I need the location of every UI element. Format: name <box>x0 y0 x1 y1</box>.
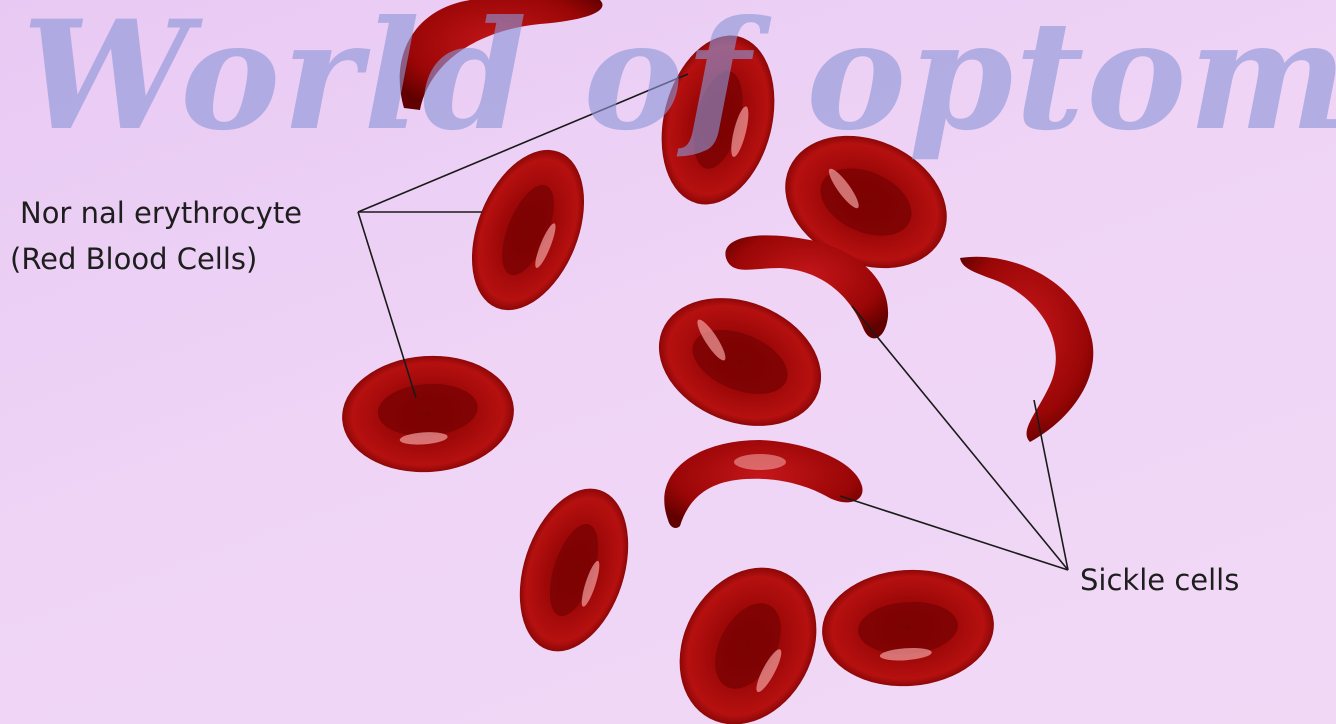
sickle-cell-1 <box>400 0 603 110</box>
normal-rbc-2 <box>450 133 606 326</box>
sickle-cell-3 <box>960 257 1093 442</box>
sickle-cell-4 <box>664 440 862 528</box>
normal-rbc-7 <box>653 544 843 724</box>
normal-rbc-5 <box>640 275 841 449</box>
normal-rbc-6 <box>500 475 647 666</box>
sickle-cells-label: Sickle cells <box>1080 558 1239 602</box>
normal-erythrocyte-label: Nor nal erythrocyte <box>20 191 302 235</box>
normal-rbc-3 <box>645 23 791 216</box>
normal-rbc-1 <box>338 350 518 478</box>
red-blood-cells-label: (Red Blood Cells) <box>10 237 257 281</box>
normal-rbc-8 <box>818 564 998 692</box>
sickle-highlight <box>734 454 786 470</box>
